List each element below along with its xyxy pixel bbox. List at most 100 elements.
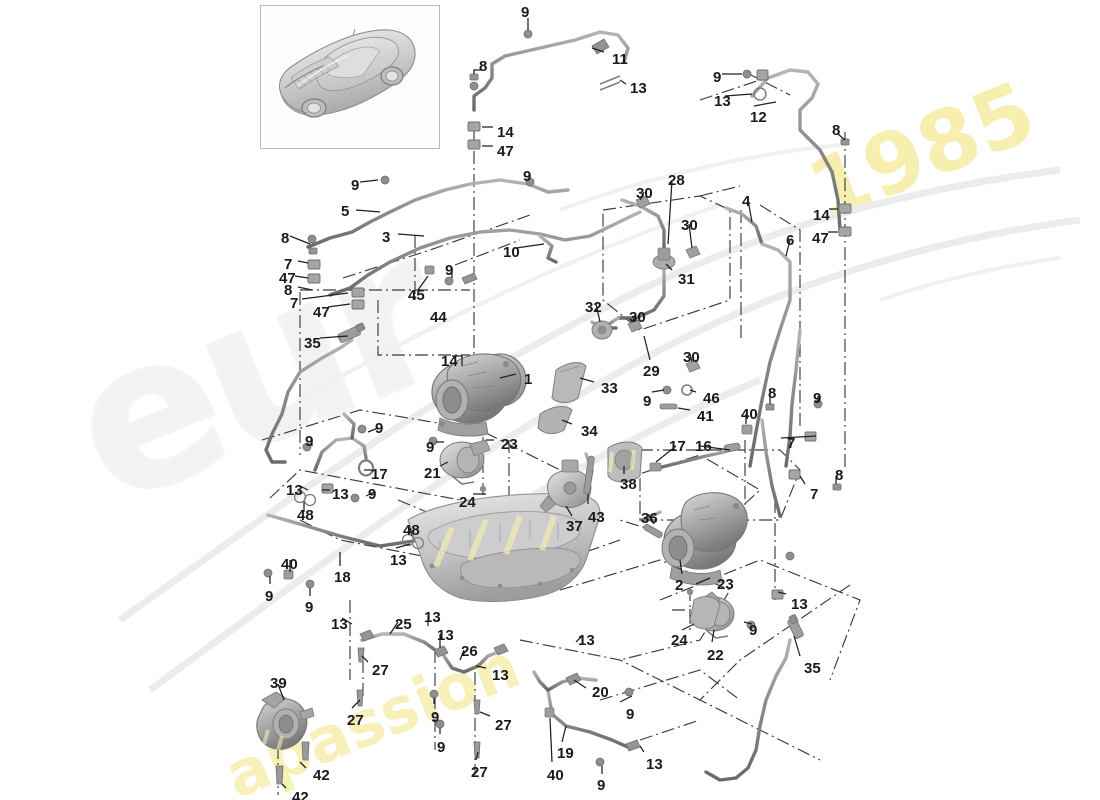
callout-number: 23	[501, 436, 518, 453]
callout-number: 9	[265, 588, 274, 605]
line-top-left	[472, 30, 630, 112]
callout-number: 47	[497, 143, 514, 160]
sports-car-icon	[278, 28, 416, 118]
callout-number: 9	[368, 486, 377, 503]
callout-number: 19	[557, 745, 574, 762]
callout-number: 8	[284, 282, 293, 299]
callout-number: 13	[630, 80, 647, 97]
callout-number: 3	[382, 229, 391, 246]
callout-number: 36	[641, 510, 658, 527]
callout-number: 13	[492, 667, 509, 684]
callout-number: 30	[681, 217, 698, 234]
callout-number: 40	[741, 406, 758, 423]
callout-number: 13	[424, 609, 441, 626]
callout-number: 9	[305, 599, 314, 616]
callout-number: 17	[669, 438, 686, 455]
callout-number: 9	[749, 622, 758, 639]
callout-number: 30	[629, 309, 646, 326]
callout-number: 23	[717, 576, 734, 593]
callout-number: 22	[707, 647, 724, 664]
line-17a	[313, 436, 368, 472]
callout-number: 9	[445, 262, 454, 279]
callout-number: 30	[636, 185, 653, 202]
callout-number: 45	[408, 287, 425, 304]
callout-number: 43	[588, 509, 605, 526]
callout-number: 46	[703, 390, 720, 407]
callout-number: 9	[626, 706, 635, 723]
callout-number: 8	[281, 230, 290, 247]
callout-number: 9	[351, 177, 360, 194]
callout-number: 5	[341, 203, 350, 220]
callout-number: 27	[495, 717, 512, 734]
callout-number: 11	[612, 51, 628, 68]
callout-number: 10	[503, 244, 520, 261]
callout-number: 9	[375, 420, 384, 437]
callout-number: 9	[431, 709, 440, 726]
callout-number: 9	[713, 69, 722, 86]
callout-number: 42	[313, 767, 330, 784]
callout-number: 37	[566, 518, 583, 535]
callout-number: 6	[786, 232, 795, 249]
callout-number: 27	[347, 712, 364, 729]
callout-number: 35	[804, 660, 821, 677]
callout-number: 1	[524, 371, 533, 388]
line-3	[328, 210, 642, 297]
callout-number: 13	[331, 616, 348, 633]
callout-number: 38	[620, 476, 637, 493]
callout-number: 31	[678, 271, 695, 288]
callout-number: 13	[714, 93, 731, 110]
callout-number: 13	[578, 632, 595, 649]
callout-number: 14	[813, 207, 830, 224]
clamp-17-right	[649, 462, 662, 472]
sensor-35-right	[787, 614, 804, 639]
line-4	[724, 206, 764, 246]
line-36	[640, 510, 662, 522]
callout-number: 8	[768, 385, 777, 402]
callout-number: 27	[372, 662, 389, 679]
line-35-left	[264, 338, 354, 464]
callout-number: 28	[668, 172, 685, 189]
ghost-body-outline	[117, 166, 1081, 693]
callout-number: 4	[742, 193, 751, 210]
callout-number: 27	[471, 764, 488, 781]
heat-shield-34	[537, 406, 573, 435]
vehicle-thumbnail	[260, 5, 440, 149]
callout-number: 7	[290, 295, 299, 312]
leader-lines	[269, 18, 846, 789]
callout-number: 47	[812, 230, 829, 247]
callout-number: 17	[371, 466, 388, 483]
callout-number: 7	[284, 256, 293, 273]
sensor-bodies	[337, 247, 804, 639]
callout-number: 13	[437, 627, 454, 644]
line-26	[442, 650, 500, 674]
callout-number: 26	[461, 643, 478, 660]
callout-number: 48	[403, 522, 420, 539]
callout-number: 18	[334, 569, 351, 586]
callout-number: 48	[297, 507, 314, 524]
callout-number: 2	[675, 577, 684, 594]
callout-number: 25	[395, 616, 412, 633]
callout-number: 9	[521, 4, 530, 21]
callout-number: 44	[430, 309, 447, 326]
ghost-panel-lines	[298, 143, 1061, 402]
callout-number: 8	[832, 122, 841, 139]
callout-number: 20	[592, 684, 609, 701]
callout-number: 24	[671, 632, 688, 649]
valve-37	[539, 459, 592, 513]
line-top-right	[750, 68, 842, 232]
callout-number: 13	[332, 486, 349, 503]
callout-number: 47	[279, 270, 296, 287]
callout-number: 7	[810, 486, 819, 503]
callout-number: 13	[286, 482, 303, 499]
heat-shield-33	[551, 362, 587, 403]
line-35-right	[704, 638, 792, 782]
callout-number: 13	[646, 756, 663, 773]
callout-number: 35	[304, 335, 321, 352]
clamp-17-left	[357, 459, 375, 477]
line-28	[620, 198, 666, 250]
callout-number: 9	[597, 777, 606, 794]
callout-number: 14	[497, 124, 514, 141]
fitting-31	[652, 247, 676, 270]
